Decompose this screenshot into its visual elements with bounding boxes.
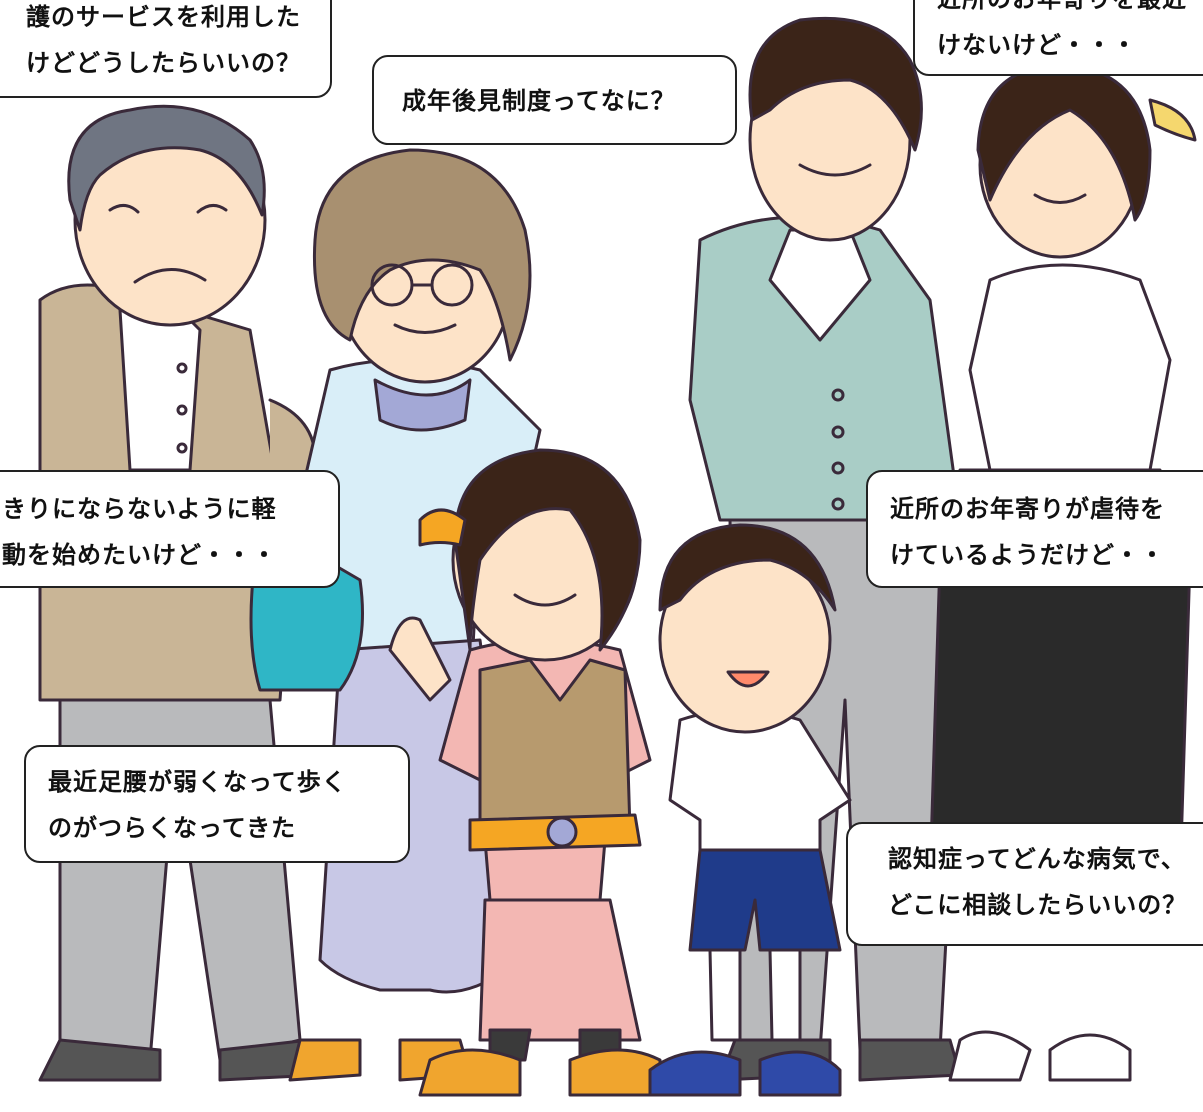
speech-bubble-dementia: 認知症ってどんな病気で、 どこに相談したらいいの？ (846, 822, 1203, 946)
speech-bubble-exercise: きりにならないように軽 動を始めたいけど・・・ (0, 470, 340, 588)
speech-bubble-text: 近所のお年寄りを最近 (937, 0, 1203, 22)
speech-bubble-text: どこに相談したらいいの？ (888, 891, 1188, 919)
speech-bubble-text: けないけど・・・ (937, 31, 1137, 59)
speech-bubble-text: きりにならないように軽 (2, 495, 277, 523)
speech-bubble-neighbor-elderly: 近所のお年寄りを最近 けないけど・・・ (913, 0, 1203, 76)
speech-bubble-text: けているようだけど・・ (890, 541, 1165, 569)
speech-bubble-text: けどどうしたらいいの？ (26, 49, 301, 77)
girl-figure (388, 448, 662, 1097)
speech-bubble-care-service: 護のサービスを利用した けどどうしたらいいの？ (0, 0, 332, 98)
speech-bubble-text: 近所のお年寄りが虐待を (890, 495, 1165, 523)
speech-bubble-text: 成年後見制度ってなに？ (402, 87, 676, 115)
speech-bubble-text: 動を始めたいけど・・・ (2, 541, 277, 569)
speech-bubble-text: 最近足腰が弱くなって歩く (48, 768, 347, 796)
speech-bubble-text: 認知症ってどんな病気で、 (888, 845, 1186, 873)
speech-bubble-abuse: 近所のお年寄りが虐待を けているようだけど・・ (866, 470, 1203, 588)
speech-bubble-guardianship: 成年後見制度ってなに？ (372, 55, 737, 145)
speech-bubble-text: のがつらくなってきた (48, 814, 297, 842)
speech-bubble-text: 護のサービスを利用した (26, 3, 301, 31)
speech-bubble-legs-weak: 最近足腰が弱くなって歩く のがつらくなってきた (24, 745, 410, 863)
boy-figure (648, 523, 852, 1097)
